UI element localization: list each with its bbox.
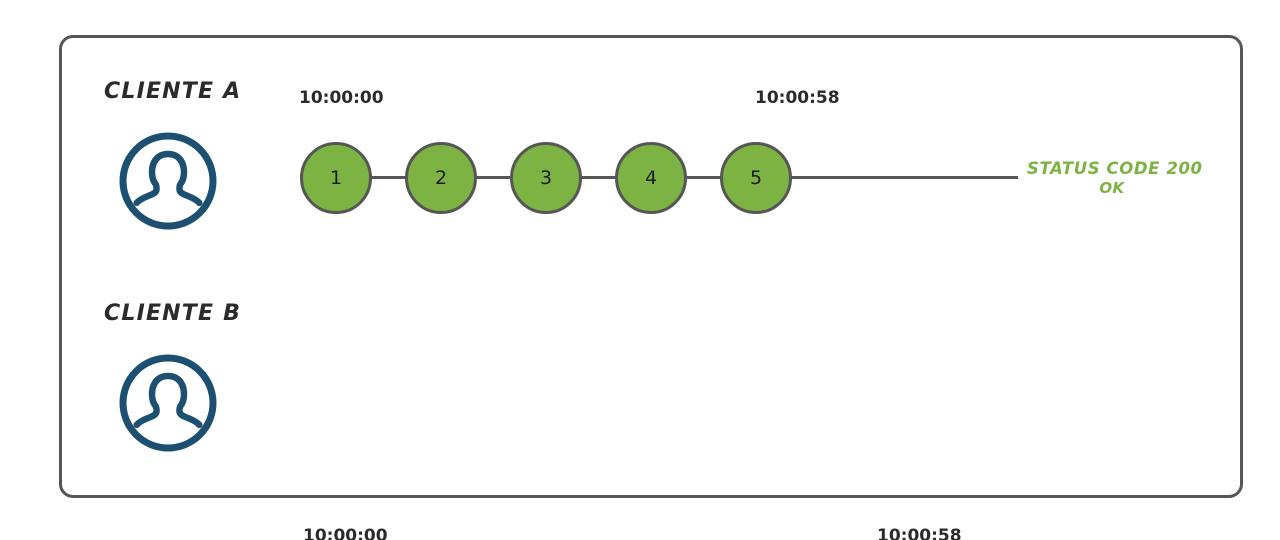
- user-avatar-icon: [118, 131, 218, 231]
- request-node[interactable]: 2: [405, 142, 477, 214]
- diagram-frame: [59, 35, 1243, 498]
- status-text-a: OK: [1099, 179, 1125, 198]
- timestamp-end-a: 10:00:58: [755, 88, 840, 108]
- request-node[interactable]: 3: [510, 142, 582, 214]
- timestamp-start-b: 10:00:00: [303, 526, 388, 540]
- client-label-a: CLIENTE A: [104, 79, 242, 104]
- status-message-a: STATUS CODE 200 OK: [1027, 159, 1203, 198]
- request-node[interactable]: 5: [720, 142, 792, 214]
- user-avatar-icon: [118, 353, 218, 453]
- client-label-b: CLIENTE B: [104, 301, 242, 326]
- timestamp-start-a: 10:00:00: [299, 88, 384, 108]
- timestamp-end-b: 10:00:58: [877, 526, 962, 540]
- status-code-a: STATUS CODE 200: [1027, 159, 1203, 178]
- request-node[interactable]: 1: [300, 142, 372, 214]
- request-node[interactable]: 4: [615, 142, 687, 214]
